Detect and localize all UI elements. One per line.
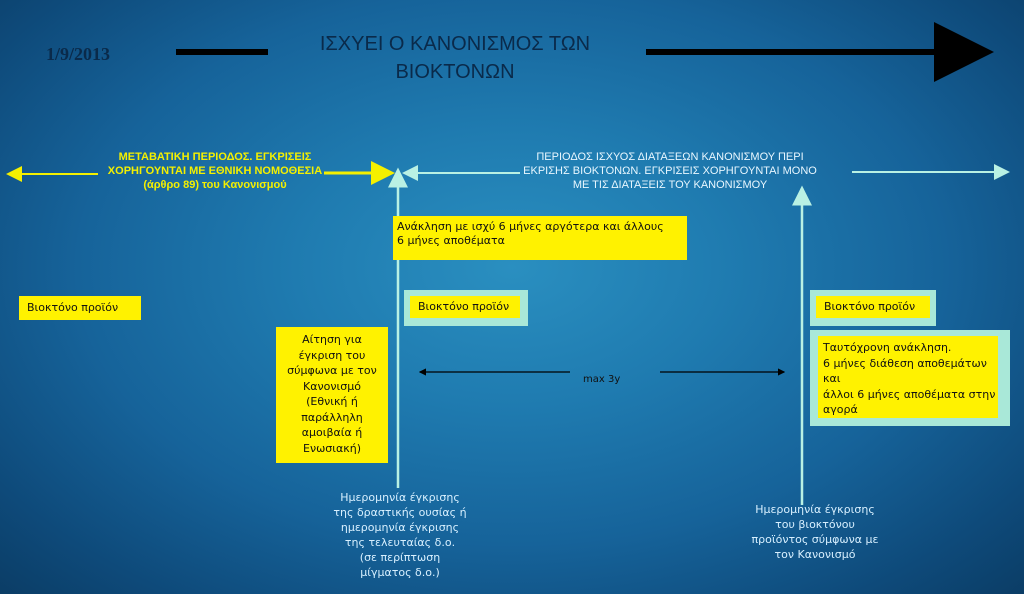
application-line: Αίτηση για (302, 333, 362, 346)
application-line: αμοιβαία ή (301, 426, 363, 439)
transitional-line-1: ΜΕΤΑΒΑΤΙΚΗ ΠΕΡΙΟΔΟΣ. ΕΓΚΡΙΣΕΙΣ (118, 151, 312, 163)
product-frame-middle: Βιοκτόνο προϊόν (404, 290, 528, 326)
caption-right-line: προϊόντος σύμφωνα με (751, 533, 879, 546)
caption-left-line: ημερομηνία έγκρισης (340, 521, 460, 534)
simultaneous-frame: Ταυτόχρονη ανάκληση. 6 μήνες διάθεση απο… (810, 330, 1010, 426)
title-line-2: ΒΙΟΚΤΟΝΩΝ (395, 61, 515, 83)
product-box-right: Βιοκτόνο προϊόν (816, 296, 930, 318)
product-box-left: Βιοκτόνο προϊόν (19, 296, 141, 320)
title-line-1: ΙΣΧΥΕΙ Ο ΚΑΝΟΝΙΣΜΟΣ ΤΩΝ (319, 33, 591, 55)
revocation-box: Ανάκληση με ισχύ 6 μήνες αργότερα και άλ… (393, 216, 687, 260)
caption-product-approval: Ημερομηνία έγκρισης του βιοκτόνου προϊόν… (740, 502, 890, 562)
page-title: ΙΣΧΥΕΙ Ο ΚΑΝΟΝΙΣΜΟΣ ΤΩΝ ΒΙΟΚΤΟΝΩΝ (290, 30, 620, 86)
start-date: 1/9/2013 (46, 44, 111, 64)
regulation-line-3: ΜΕ ΤΙΣ ΔΙΑΤΑΞΕΙΣ ΤΟΥ ΚΑΝΟΝΙΣΜΟΥ (572, 179, 768, 191)
revocation-line-2: 6 μήνες αποθέματα (397, 234, 505, 247)
transitional-period-label: ΜΕΤΑΒΑΤΙΚΗ ΠΕΡΙΟΔΟΣ. ΕΓΚΡΙΣΕΙΣ ΧΟΡΗΓΟΥΝΤ… (90, 150, 340, 192)
caption-left-line: μίγματος δ.ο.) (360, 566, 440, 579)
simultaneous-line: άλλοι 6 μήνες αποθέματα στην (823, 387, 996, 401)
regulation-period-label: ΠΕΡΙΟΔΟΣ ΙΣΧΥΟΣ ΔΙΑΤΑΞΕΩΝ ΚΑΝΟΝΙΣΜΟΥ ΠΕΡ… (520, 150, 820, 192)
regulation-line-1: ΠΕΡΙΟΔΟΣ ΙΣΧΥΟΣ ΔΙΑΤΑΞΕΩΝ ΚΑΝΟΝΙΣΜΟΥ ΠΕΡ… (536, 151, 804, 163)
simultaneous-line: Ταυτόχρονη ανάκληση. (823, 341, 952, 354)
transitional-line-2: ΧΟΡΗΓΟΥΝΤΑΙ ΜΕ ΕΘΝΙΚΗ ΝΟΜΟΘΕΣΙΑ (107, 165, 323, 177)
caption-right-line: τον Κανονισμό (774, 548, 856, 561)
simultaneous-box: Ταυτόχρονη ανάκληση. 6 μήνες διάθεση απο… (818, 336, 998, 418)
application-line: σύμφωνα με τον (287, 364, 377, 377)
application-line: Κανονισμό (303, 379, 361, 393)
caption-left-line: Ημερομηνία έγκρισης (340, 491, 460, 504)
caption-left-line: (σε περίπτωση (359, 551, 441, 564)
application-line: Ενωσιακή) (303, 441, 361, 455)
transitional-line-3: (άρθρο 89) του Κανονισμού (143, 179, 287, 191)
simultaneous-line: 6 μήνες διάθεση αποθεμάτων (823, 356, 987, 370)
caption-left-line: της δραστικής ουσίας ή (333, 506, 467, 519)
product-frame-right: Βιοκτόνο προϊόν (810, 290, 936, 326)
caption-right-line: Ημερομηνία έγκρισης (755, 503, 875, 516)
application-box: Αίτηση για έγκριση του σύμφωνα με τον Κα… (276, 327, 388, 463)
product-box-middle: Βιοκτόνο προϊόν (410, 296, 520, 318)
simultaneous-line: αγορά (823, 403, 858, 416)
revocation-line-1: Ανάκληση με ισχύ 6 μήνες αργότερα και άλ… (397, 220, 664, 233)
product-label-right: Βιοκτόνο προϊόν (824, 300, 916, 313)
caption-active-substance-approval: Ημερομηνία έγκρισης της δραστικής ουσίας… (320, 490, 480, 580)
regulation-line-2: ΕΚΡΙΣΗΣ ΒΙΟΚΤΟΝΩΝ. ΕΓΚΡΙΣΕΙΣ ΧΟΡΗΓΟΥΝΤΑΙ… (523, 165, 817, 177)
application-line: παράλληλη (301, 410, 363, 424)
caption-right-line: του βιοκτόνου (775, 518, 855, 531)
application-line: έγκριση του (298, 348, 366, 362)
product-label-left: Βιοκτόνο προϊόν (27, 301, 119, 314)
product-label-middle: Βιοκτόνο προϊόν (418, 300, 510, 313)
duration-label: max 3y (583, 374, 621, 385)
application-line: (Εθνική ή (306, 395, 358, 408)
caption-left-line: της τελευταίας δ.ο. (344, 536, 456, 549)
simultaneous-line: και (823, 372, 841, 385)
